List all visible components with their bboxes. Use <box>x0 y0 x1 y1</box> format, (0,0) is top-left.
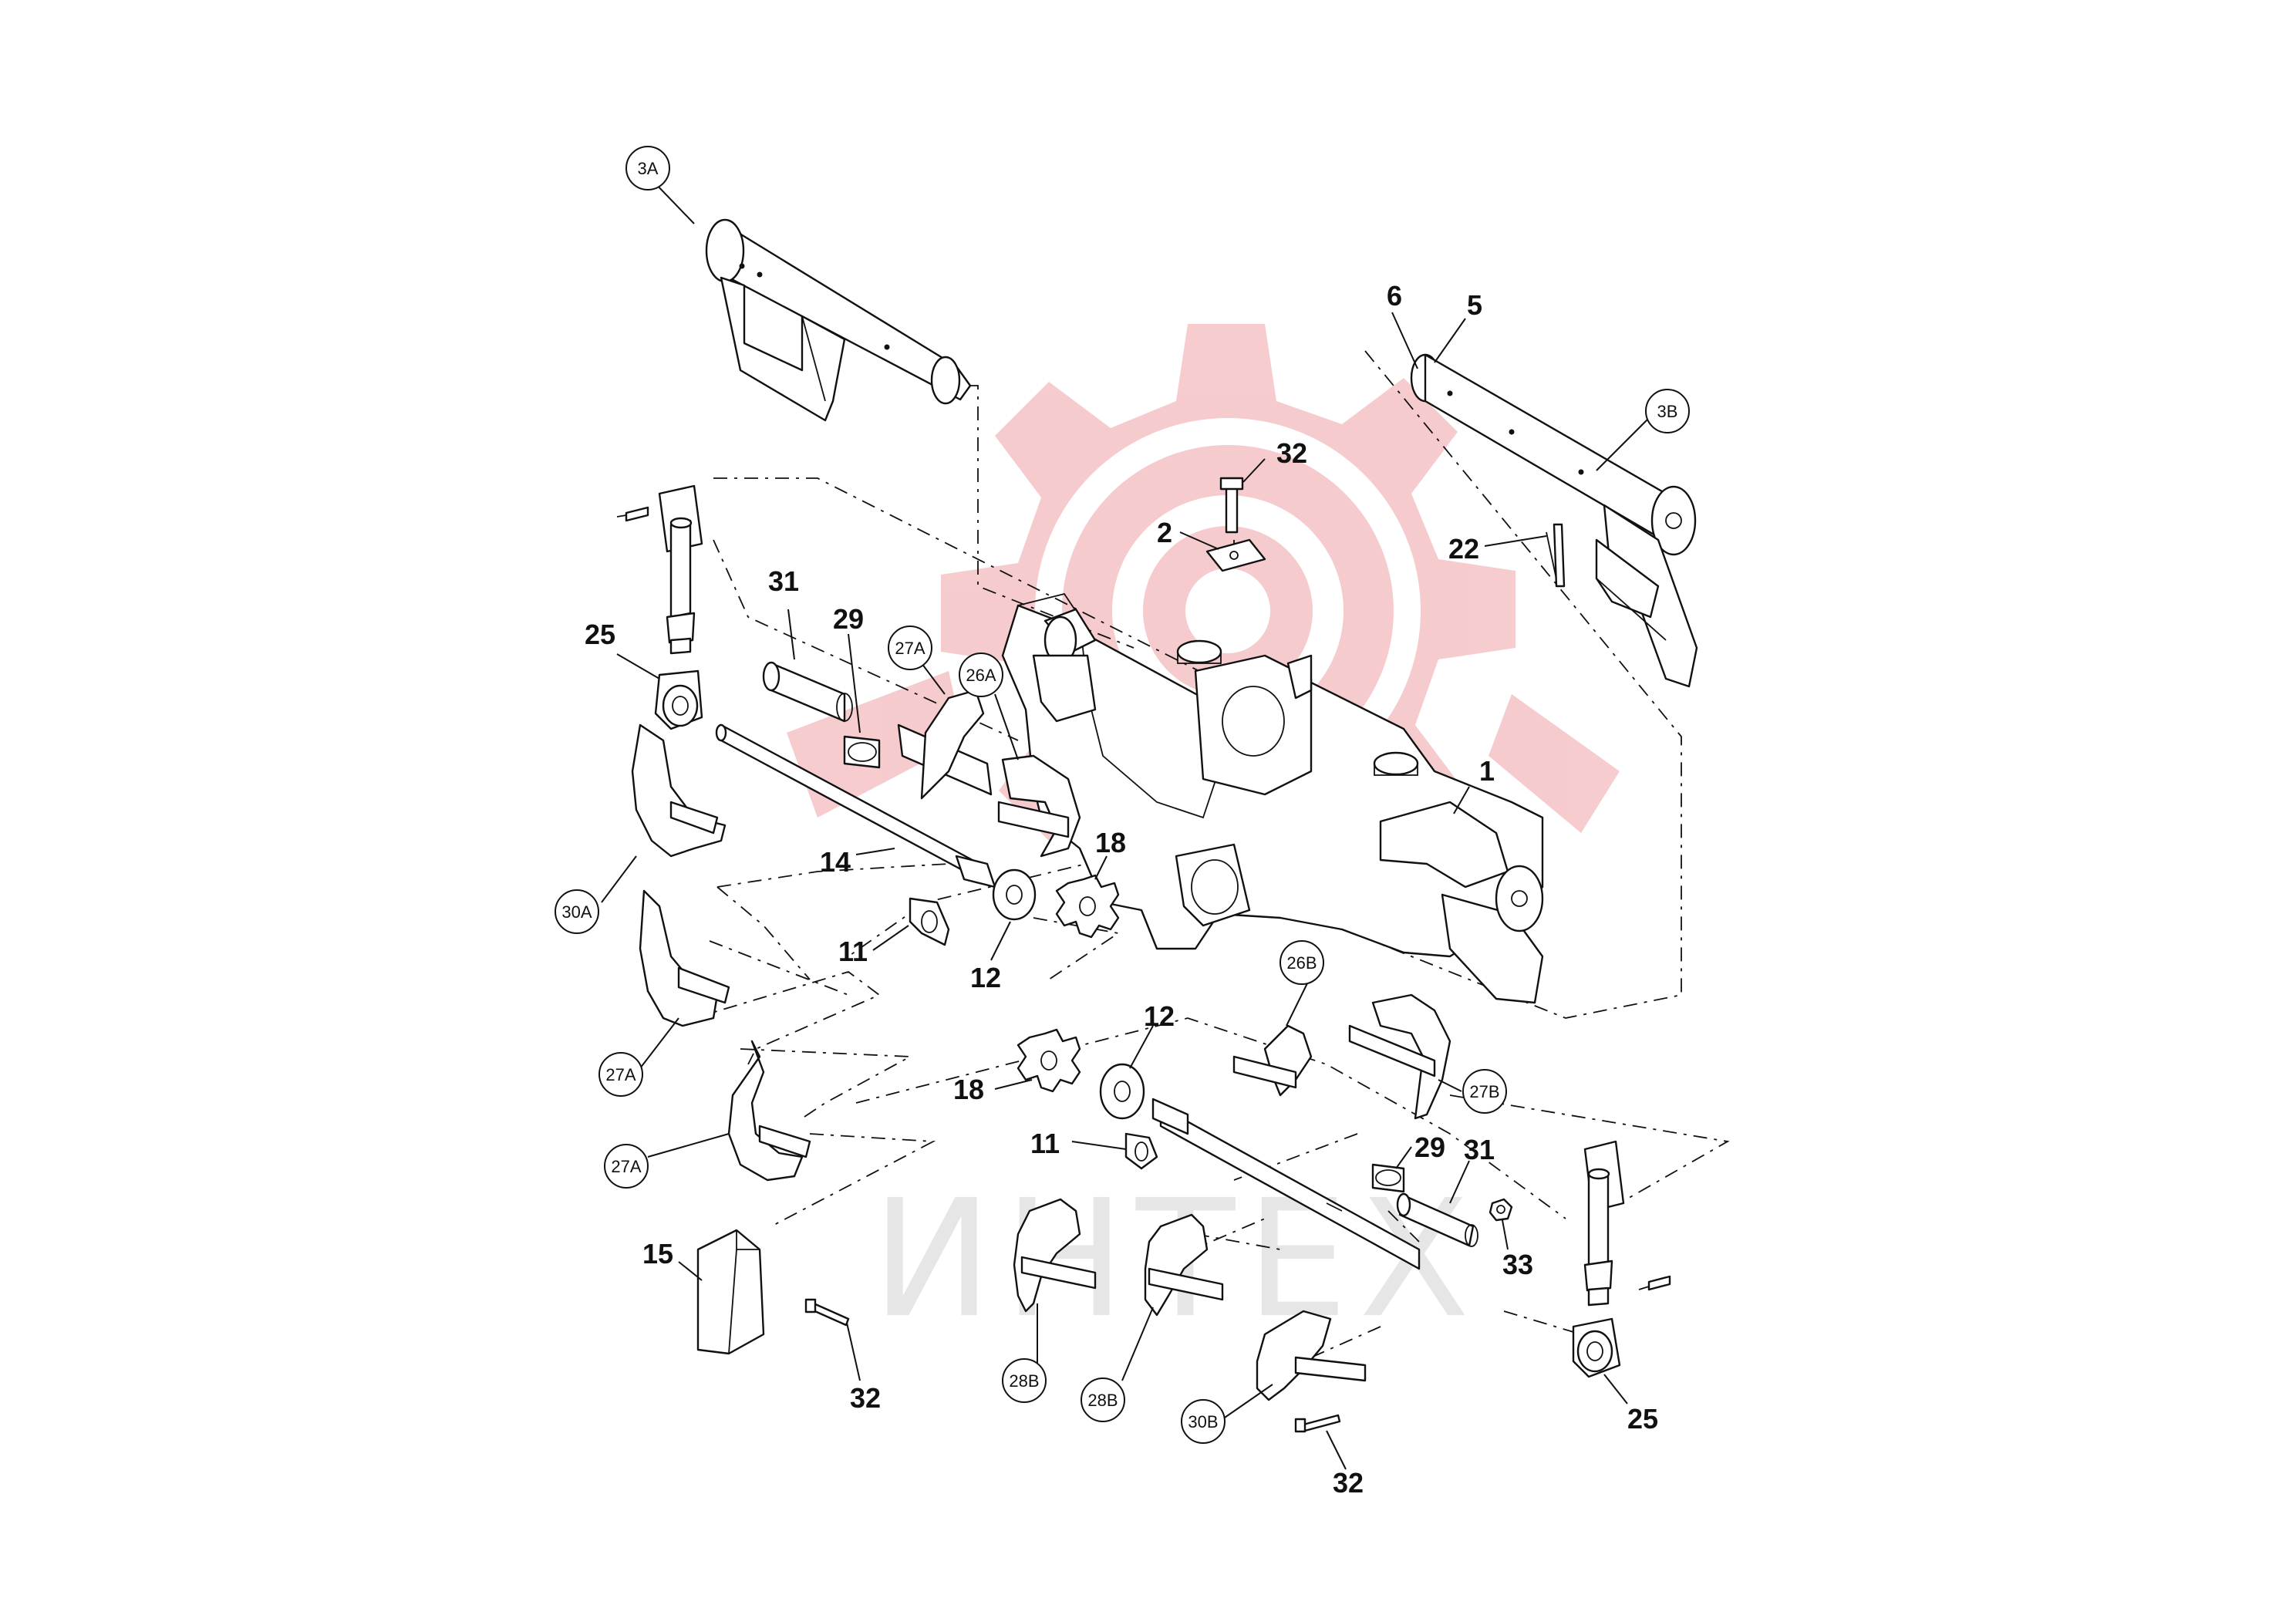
callout-32-top: 32 <box>1276 437 1307 469</box>
part-27b-flight <box>1348 993 1451 1120</box>
svg-text:28B: 28B <box>1009 1371 1039 1391</box>
callout-28b-1: 28B <box>1002 1358 1047 1403</box>
part-30a-flight-end <box>631 723 727 858</box>
svg-text:3B: 3B <box>1657 402 1678 421</box>
part-30b-flight-end <box>1256 1310 1367 1401</box>
part-31-right-half-tube <box>1396 1192 1478 1247</box>
part-25-left-bearing <box>654 669 703 730</box>
callout-18-lower: 18 <box>953 1074 984 1105</box>
part-3a-tube-assembly <box>705 218 972 422</box>
part-26b-flight-segment <box>1232 1024 1313 1097</box>
callout-14: 14 <box>820 846 851 878</box>
callout-30a: 30A <box>555 889 599 934</box>
leader-lines <box>601 179 1651 1470</box>
callout-25-left: 25 <box>585 619 615 650</box>
svg-text:30A: 30A <box>561 902 592 922</box>
part-26a-flight-segment <box>997 754 1081 858</box>
part-1-main-frame <box>1001 592 1544 1004</box>
part-33-nut <box>1489 1198 1513 1222</box>
svg-text:30B: 30B <box>1188 1412 1218 1431</box>
part-25-right-bearing <box>1572 1317 1621 1378</box>
svg-text:3A: 3A <box>638 159 659 178</box>
callout-26a: 26A <box>959 653 1003 697</box>
callout-32-bottom: 32 <box>1333 1467 1364 1499</box>
callout-27a-mid: 27A <box>598 1052 643 1097</box>
part-22-pin <box>1553 523 1566 588</box>
svg-text:26A: 26A <box>966 666 996 685</box>
callout-28b-2: 28B <box>1081 1378 1125 1422</box>
part-12-upper-flange <box>992 868 1037 921</box>
callout-2: 2 <box>1157 517 1172 548</box>
part-28b-flight-1 <box>1013 1198 1097 1313</box>
callout-12-upper: 12 <box>970 962 1001 993</box>
part-left-hanger-assembly <box>616 484 703 655</box>
callout-1: 1 <box>1479 755 1495 787</box>
svg-text:27A: 27A <box>605 1065 636 1084</box>
part-27a-flight-upper <box>897 689 993 800</box>
callout-15: 15 <box>642 1238 673 1270</box>
svg-text:27B: 27B <box>1469 1082 1499 1101</box>
callout-25-right: 25 <box>1627 1403 1658 1435</box>
callout-30b: 30B <box>1181 1399 1226 1444</box>
part-31-left-half-tube <box>762 661 853 723</box>
part-29-right-clamp <box>1371 1163 1405 1193</box>
callout-32-left: 32 <box>850 1382 881 1414</box>
part-15-guard <box>696 1229 765 1355</box>
part-18-lower-star-coupling <box>1017 1028 1081 1093</box>
callout-18-upper: 18 <box>1095 827 1126 858</box>
svg-text:28B: 28B <box>1087 1391 1118 1410</box>
callout-11-upper: 11 <box>838 936 868 967</box>
part-32-bottom-bolt <box>1294 1414 1341 1433</box>
callout-12-lower: 12 <box>1144 1000 1175 1032</box>
callout-27a-top: 27A <box>888 626 932 670</box>
callout-27a-low: 27A <box>604 1144 649 1189</box>
part-11-upper-key-segment <box>909 897 950 946</box>
callout-31-right: 31 <box>1464 1134 1495 1165</box>
part-27a-flight-lower <box>727 1040 811 1182</box>
callout-29-right: 29 <box>1414 1131 1445 1163</box>
callout-33: 33 <box>1502 1249 1533 1280</box>
callout-27b: 27B <box>1462 1069 1507 1114</box>
callout-31-left: 31 <box>768 565 799 597</box>
part-right-hanger-assembly <box>1583 1140 1671 1307</box>
callout-11-lower: 11 <box>1030 1128 1060 1159</box>
part-3b-tube-assembly <box>1410 353 1698 688</box>
part-27a-flight-middle <box>639 889 730 1027</box>
part-lower-shaft <box>1151 1098 1421 1270</box>
part-2-cover-plate <box>1205 538 1266 572</box>
part-14-upper-shaft <box>715 723 996 889</box>
part-12-lower-flange <box>1099 1063 1145 1120</box>
svg-text:27A: 27A <box>895 639 925 658</box>
part-32-top-bolt <box>1219 477 1244 534</box>
callout-3a: 3A <box>625 146 670 191</box>
callout-6: 6 <box>1387 280 1402 312</box>
part-28b-flight-2 <box>1144 1213 1224 1317</box>
callout-22: 22 <box>1448 533 1479 565</box>
part-29-left-clamp <box>843 735 881 769</box>
svg-text:26B: 26B <box>1286 953 1317 973</box>
callout-5: 5 <box>1467 289 1482 321</box>
svg-text:27A: 27A <box>611 1157 641 1176</box>
callout-3b: 3B <box>1645 389 1690 433</box>
callout-26b: 26B <box>1279 940 1324 985</box>
callout-29-left: 29 <box>833 603 864 635</box>
part-18-upper-star-coupling <box>1055 874 1120 939</box>
part-32-left-bolt <box>804 1298 850 1327</box>
part-11-lower-key-segment <box>1124 1132 1158 1170</box>
